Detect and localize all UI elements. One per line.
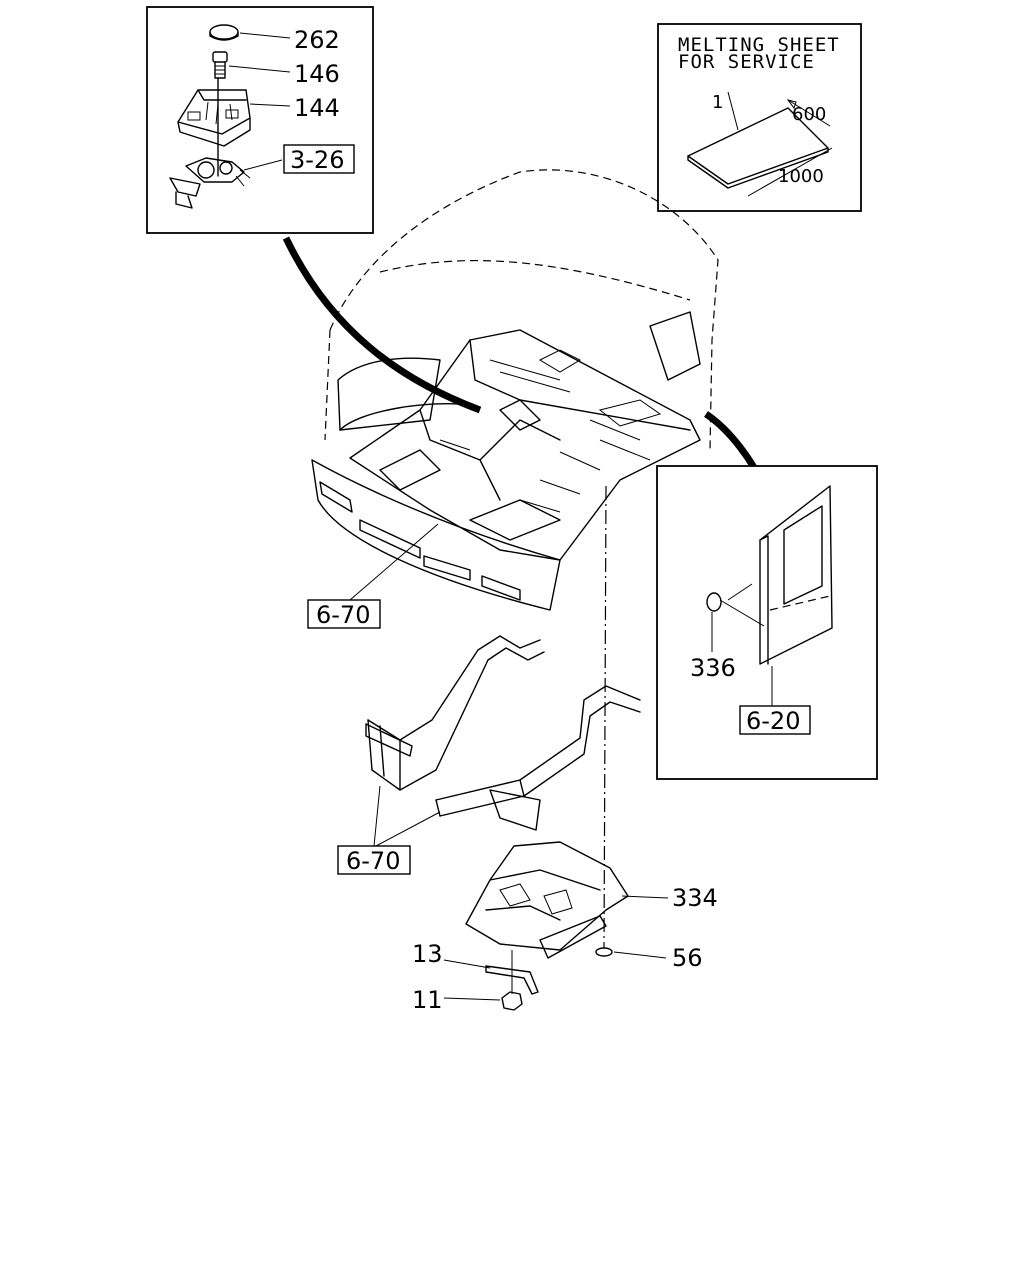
callout-6-20: 6-20 xyxy=(746,707,800,735)
callout-6-70-frame: 6-70 xyxy=(346,847,400,875)
cab-front-lower xyxy=(311,459,561,611)
note-line-2: FOR SERVICE xyxy=(678,51,815,73)
melting-sheet-note: MELTING SHEET FOR SERVICE 1 600 1000 xyxy=(657,23,862,212)
rear-window xyxy=(649,311,701,381)
floor-pan xyxy=(349,329,701,561)
shifter-mount-location xyxy=(499,399,541,431)
note-line-1: MELTING SHEET xyxy=(678,34,840,56)
grommet-336-part xyxy=(706,592,722,612)
shift-console-part xyxy=(177,89,251,147)
callout-3-26: 3-26 xyxy=(290,146,344,174)
callout-6-70-floor: 6-70 xyxy=(316,601,370,629)
side-panel-part xyxy=(759,485,833,665)
leader-6-70-floor xyxy=(349,523,439,601)
frame-members xyxy=(365,635,641,831)
shifter-inset: 262 146 144 3-26 xyxy=(146,6,374,234)
leader-56 xyxy=(613,951,667,959)
nut-11-part xyxy=(501,991,523,1011)
ref-box-3-26 xyxy=(283,144,355,174)
leader-11 xyxy=(443,997,501,1001)
windshield xyxy=(337,357,441,431)
dim-line-1000 xyxy=(747,147,833,197)
floor-cover-part xyxy=(465,841,629,959)
shifter-inset-frame xyxy=(146,6,374,234)
dim-600: 600 xyxy=(792,104,826,125)
leader-sheet-1 xyxy=(727,91,739,131)
callout-13: 13 xyxy=(412,940,443,968)
side-panel-inset: 336 6-20 xyxy=(656,465,878,780)
leader-334 xyxy=(621,895,669,899)
callout-11: 11 xyxy=(412,986,443,1014)
leader-146 xyxy=(228,65,291,73)
callout-336: 336 xyxy=(690,654,736,682)
leader-262 xyxy=(239,32,291,39)
callout-146: 146 xyxy=(294,60,340,88)
callout-56: 56 xyxy=(672,944,703,972)
note-frame xyxy=(657,23,862,212)
plug-56-part xyxy=(595,947,613,957)
ref-box-6-20 xyxy=(739,705,811,735)
leader-144 xyxy=(249,103,291,107)
shifter-callout-arrow xyxy=(282,236,482,414)
leader-13 xyxy=(443,959,491,969)
leader-6-70-frame-a xyxy=(373,785,381,847)
ref-box-6-70-frame xyxy=(337,845,411,875)
callout-334: 334 xyxy=(672,884,718,912)
bracket-13-part xyxy=(485,965,539,995)
leader-6-70-frame-b xyxy=(375,811,441,847)
dim-1000: 1000 xyxy=(778,166,824,187)
leader-3-26 xyxy=(243,159,283,171)
shift-linkage-part xyxy=(169,77,251,209)
alignment-line xyxy=(603,485,607,949)
side-panel-window xyxy=(783,505,823,605)
ref-box-6-70-floor xyxy=(307,599,381,629)
cab-roof-outline xyxy=(329,169,719,451)
bolt-part xyxy=(212,51,228,79)
callout-144: 144 xyxy=(294,94,340,122)
cab-body xyxy=(311,169,719,611)
sheet-number: 1 xyxy=(712,92,723,113)
callout-262: 262 xyxy=(294,26,340,54)
